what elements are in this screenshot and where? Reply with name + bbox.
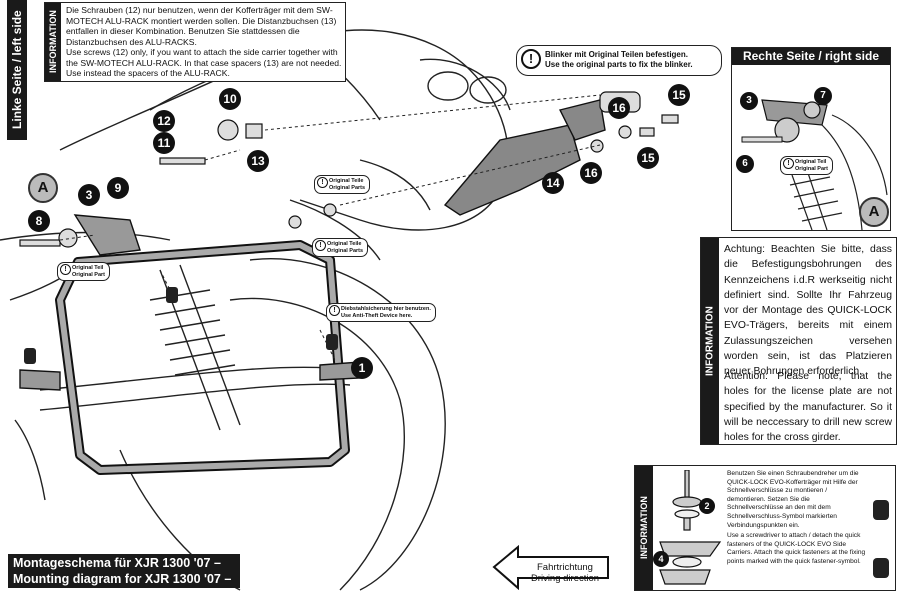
blinker-note: ! Blinker mit Original Teilen befestigen… — [516, 45, 722, 76]
warning-icon: ! — [60, 264, 71, 275]
top-info-box: INFORMATION Die Schrauben (12) nur benut… — [44, 2, 346, 82]
detail-marker-a-left: A — [28, 173, 58, 203]
anti-theft-tag: ! Diebstahlsicherung hier benutzen.Use A… — [326, 303, 436, 322]
quick-fastener-drawing — [659, 470, 722, 585]
top-info-de: Die Schrauben (12) nur benutzen, wenn de… — [66, 5, 337, 47]
warning-icon: ! — [315, 240, 326, 251]
part-number-15-bottom: 15 — [637, 147, 659, 169]
license-info-box: INFORMATION Achtung: Beachten Sie bitte,… — [700, 237, 897, 445]
quick-fastener-icon — [873, 558, 889, 578]
part-number-2: 2 — [699, 498, 715, 514]
direction-label: Fahrtrichtung Driving direction — [530, 562, 600, 584]
info-label: INFORMATION — [701, 238, 719, 444]
part-number-7: 7 — [814, 87, 832, 105]
detail-marker-a-right: A — [859, 197, 889, 227]
part-number-10: 10 — [219, 88, 241, 110]
license-info-en: Attention: Please note, that the holes f… — [724, 371, 892, 444]
part-number-16-bottom: 16 — [580, 162, 602, 184]
info-label: INFORMATION — [635, 466, 653, 590]
part-number-12: 12 — [153, 110, 175, 132]
part-number-1: 1 — [351, 357, 373, 379]
part-number-6: 6 — [736, 155, 754, 173]
quick-fastener-icon — [873, 500, 889, 520]
direction-arrow-icon — [492, 545, 609, 590]
part-number-4-right: 3 — [740, 92, 758, 110]
warning-icon: ! — [521, 49, 541, 69]
right-side-label: Rechte Seite / right side — [732, 48, 890, 65]
warning-icon: ! — [783, 158, 794, 169]
info-label: INFORMATION — [45, 3, 61, 81]
quick-fastener-icon — [166, 287, 178, 303]
part-number-8: 8 — [28, 210, 50, 232]
part-number-15-top: 15 — [668, 84, 690, 106]
part-number-14: 14 — [542, 172, 564, 194]
part-number-13: 13 — [247, 150, 269, 172]
part-number-4-left: 3 — [78, 184, 100, 206]
diagram-title: Montageschema für XJR 1300 '07 – Mountin… — [8, 554, 240, 588]
quicklock-info-box: INFORMATION 2 4 Benutzen Sie einen Schra… — [634, 465, 896, 591]
blinker-note-de: Blinker mit Original Teilen befestigen. — [545, 50, 688, 59]
quicklock-info-en: Use a screwdriver to attach / detach the… — [727, 532, 866, 565]
right-side-detail: Rechte Seite / right side 3 7 6 ! Origin… — [731, 47, 891, 231]
warning-icon: ! — [317, 177, 328, 188]
title-de: Montageschema für XJR 1300 '07 – — [13, 556, 221, 570]
title-en: Mounting diagram for XJR 1300 '07 – — [13, 572, 232, 586]
right-side-drawing — [741, 99, 888, 230]
part-number-9: 9 — [107, 177, 129, 199]
quicklock-info-de: Benutzen Sie einen Schraubendreher um di… — [727, 470, 859, 529]
part-number-11: 11 — [153, 132, 175, 154]
left-side-label: Linke Seite / left side — [7, 0, 27, 140]
quick-fastener-icon — [24, 348, 36, 364]
license-info-de: Achtung: Beachten Sie bitte, dass die Be… — [724, 244, 892, 378]
warning-icon: ! — [329, 305, 340, 316]
top-info-en: Use screws (12) only, if you want to att… — [66, 47, 342, 78]
blinker-note-en: Use the original parts to fix the blinke… — [545, 60, 693, 69]
part-number-3: 4 — [653, 551, 669, 567]
part-number-16-top: 16 — [608, 97, 630, 119]
quick-fastener-icon — [326, 334, 338, 350]
